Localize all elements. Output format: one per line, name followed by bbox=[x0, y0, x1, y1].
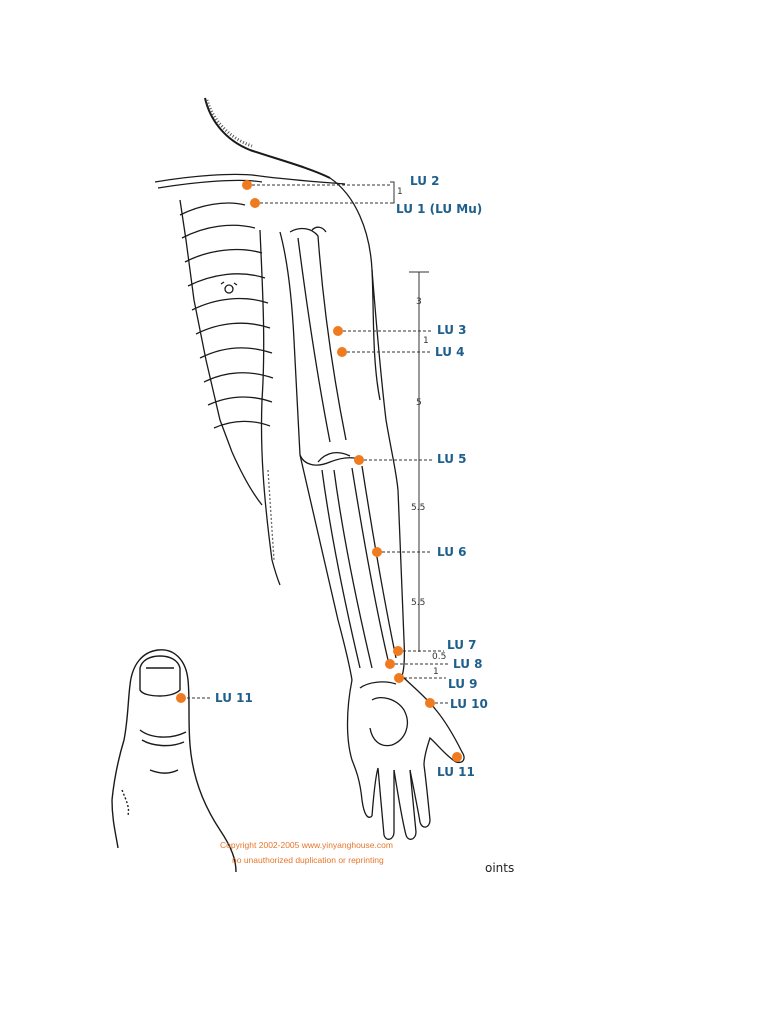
point-lu4 bbox=[337, 347, 347, 357]
label-lu8: LU 8 bbox=[453, 657, 483, 671]
acupoints bbox=[176, 180, 462, 762]
label-lu3: LU 3 bbox=[437, 323, 467, 337]
point-lu8 bbox=[385, 659, 395, 669]
point-lu11 bbox=[452, 752, 462, 762]
copyright-line2: no unauthorized duplication or reprintin… bbox=[232, 855, 384, 865]
measure-top: 3 bbox=[416, 297, 422, 307]
label-lu10: LU 10 bbox=[450, 697, 488, 711]
point-lu5 bbox=[354, 455, 364, 465]
point-lu2 bbox=[242, 180, 252, 190]
torso-drawing bbox=[154, 97, 381, 586]
caption-text: oints bbox=[485, 861, 515, 875]
point-lu6 bbox=[372, 547, 382, 557]
label-lu6: LU 6 bbox=[437, 545, 467, 559]
copyright-line1: Copyright 2002-2005 www.yinyanghouse.com bbox=[220, 840, 393, 850]
measure-lu8-lu9: 1 bbox=[433, 667, 439, 677]
point-lu7 bbox=[393, 646, 403, 656]
measure-lu4-lu5: 5 bbox=[416, 398, 422, 408]
label-lu5: LU 5 bbox=[437, 452, 467, 466]
measure-lu3-lu4: 1 bbox=[423, 336, 429, 346]
point-lu10 bbox=[425, 698, 435, 708]
label-lu7: LU 7 bbox=[447, 638, 477, 652]
label-lu11-thumb: LU 11 bbox=[215, 691, 253, 705]
label-lu2: LU 2 bbox=[410, 174, 440, 188]
measure-lu5-lu6: 5.5 bbox=[411, 503, 426, 513]
point-lu1 bbox=[250, 198, 260, 208]
measure-lu6-lu7: 5.5 bbox=[411, 598, 426, 608]
arm-drawing bbox=[279, 226, 465, 840]
leader-lines bbox=[182, 184, 450, 704]
thumb-inset-drawing bbox=[111, 649, 237, 873]
point-lu3 bbox=[333, 326, 343, 336]
label-lu11: LU 11 bbox=[437, 765, 475, 779]
label-lu4: LU 4 bbox=[435, 345, 465, 359]
measure-lu1-lu2: 1 bbox=[397, 187, 403, 197]
label-lu9: LU 9 bbox=[448, 677, 478, 691]
point-lu11-thumb bbox=[176, 693, 186, 703]
label-lu1: LU 1 (LU Mu) bbox=[396, 202, 483, 216]
measure-lu7-lu8: 0.5 bbox=[432, 652, 447, 662]
measurement-scale bbox=[390, 181, 429, 652]
point-lu9 bbox=[394, 673, 404, 683]
